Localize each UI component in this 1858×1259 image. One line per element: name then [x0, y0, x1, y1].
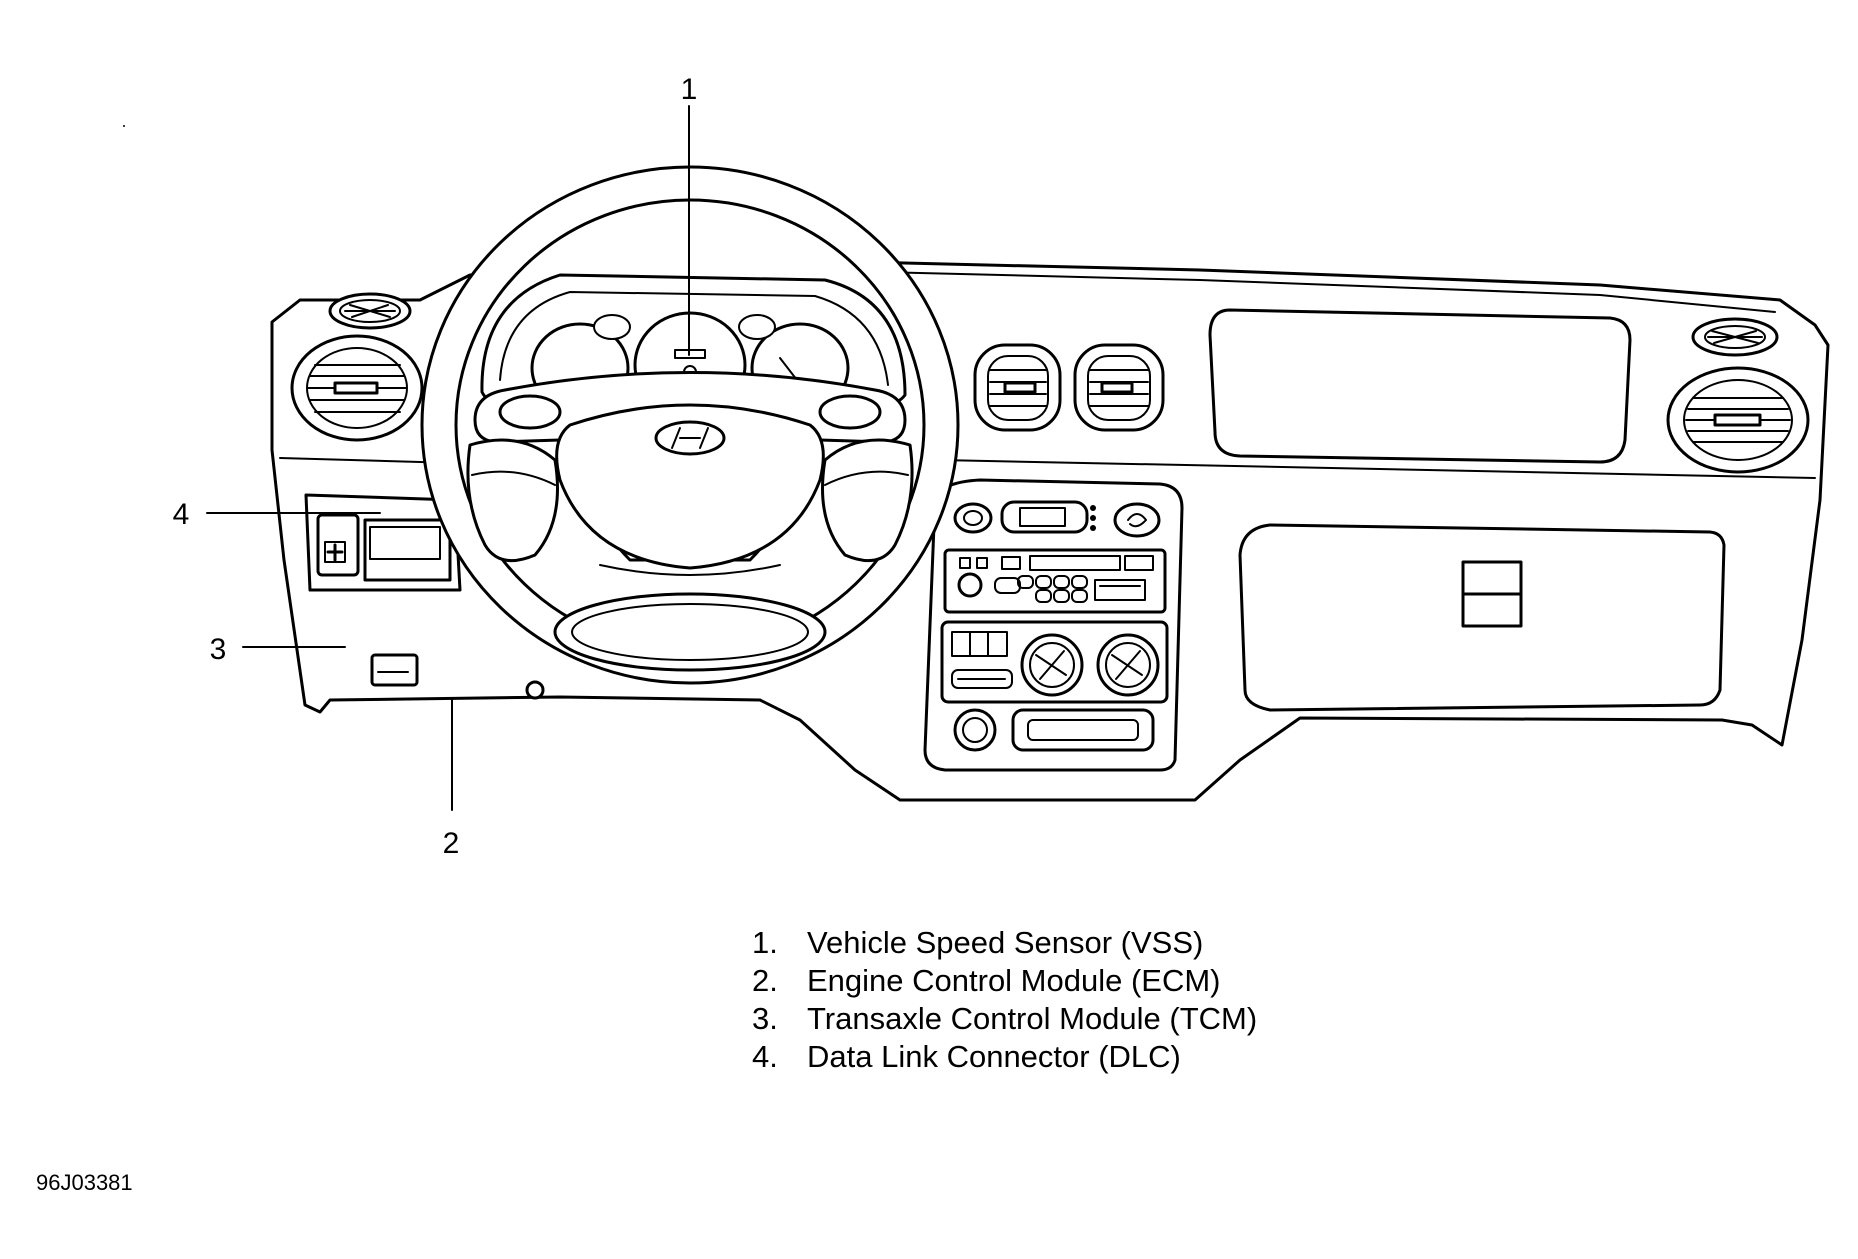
- figure-id: 96J03381: [36, 1170, 133, 1195]
- legend-item: 4. Data Link Connector (DLC): [752, 1038, 1257, 1076]
- upper-storage-panel: [1208, 308, 1632, 464]
- callout-4-number: 4: [173, 498, 190, 531]
- legend-item-number: 2.: [752, 963, 778, 998]
- callout-1-number: 1: [681, 73, 698, 106]
- steering-wheel-icon: [420, 165, 960, 685]
- legend-item-label: Vehicle Speed Sensor (VSS): [807, 925, 1204, 960]
- dashboard-outline: [270, 260, 1830, 802]
- glove-box-latch: [1461, 560, 1523, 628]
- right-defrost-vent: [1691, 317, 1779, 357]
- console-lower: [953, 708, 1155, 752]
- hyundai-logo-icon: [654, 420, 726, 456]
- tcm-module: [370, 653, 419, 687]
- legend-item: 3. Transaxle Control Module (TCM): [752, 1000, 1257, 1038]
- dashboard-top-edge: [879, 271, 1776, 313]
- right-air-vent: [1666, 366, 1810, 474]
- left-lower-panel: [304, 493, 462, 592]
- scan-dot: [123, 125, 125, 127]
- lower-left-bolt: [525, 680, 545, 700]
- left-defrost-vent: [328, 292, 412, 330]
- callout-2-number: 2: [443, 827, 460, 860]
- climate-control-panel: [940, 620, 1169, 704]
- legend-item-number: 1.: [752, 925, 778, 960]
- center-air-vent-right: [1073, 343, 1165, 432]
- callout-3-number: 3: [210, 633, 227, 666]
- console-top-controls: [953, 500, 1161, 538]
- center-air-vent-left: [973, 343, 1062, 432]
- radio-unit: [943, 548, 1167, 614]
- legend-item-label: Transaxle Control Module (TCM): [807, 1001, 1258, 1036]
- left-air-vent: [290, 334, 424, 442]
- legend-item-label: Engine Control Module (ECM): [807, 963, 1221, 998]
- legend-item-number: 3.: [752, 1001, 778, 1036]
- legend-item-label: Data Link Connector (DLC): [807, 1039, 1181, 1074]
- legend-item: 1. Vehicle Speed Sensor (VSS): [752, 924, 1257, 962]
- component-legend: 1. Vehicle Speed Sensor (VSS) 2. Engine …: [752, 924, 1257, 1076]
- legend-item-number: 4.: [752, 1039, 778, 1074]
- legend-item: 2. Engine Control Module (ECM): [752, 962, 1257, 1000]
